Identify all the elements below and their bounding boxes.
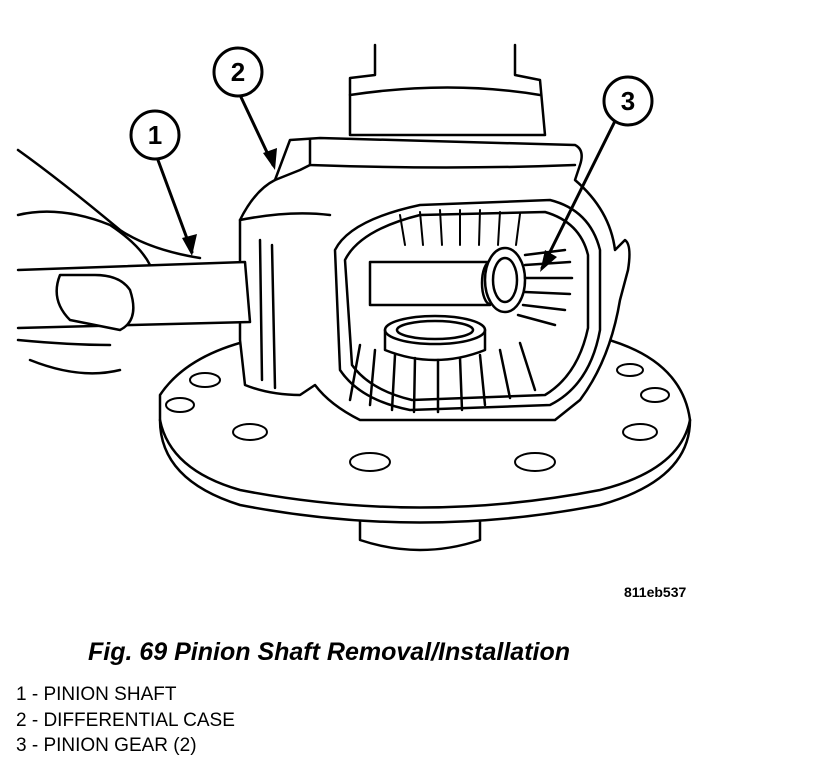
figure-caption: Fig. 69 Pinion Shaft Removal/Installatio…	[88, 638, 571, 666]
differential-illustration: 1 2 3	[16, 43, 692, 552]
legend-list: 1 - PINION SHAFT 2 - DIFFERENTIAL CASE 3…	[16, 682, 235, 759]
callout-number-3: 3	[621, 86, 635, 116]
callout-number-2: 2	[231, 57, 245, 87]
callout-number-1: 1	[148, 120, 162, 150]
side-gear-bottom	[348, 314, 537, 414]
figure-reference-code: 811eb537	[624, 584, 687, 600]
technician-hand	[16, 148, 202, 375]
callout-circle-1	[129, 109, 181, 161]
case-top-hub	[348, 43, 547, 137]
legend-item-pinion-gear: 3 - PINION GEAR (2)	[16, 735, 197, 756]
callout-circle-3	[602, 75, 654, 127]
leader-arrowheads	[182, 148, 557, 272]
legend-item-pinion-shaft: 1 - PINION SHAFT	[16, 684, 177, 705]
pinion-gear-drawing	[483, 246, 574, 327]
flange-bolt-holes	[165, 363, 670, 472]
callout-circle-2	[212, 46, 264, 98]
gear-teeth-top	[399, 209, 521, 246]
legend-item-differential-case: 2 - DIFFERENTIAL CASE	[16, 709, 235, 731]
